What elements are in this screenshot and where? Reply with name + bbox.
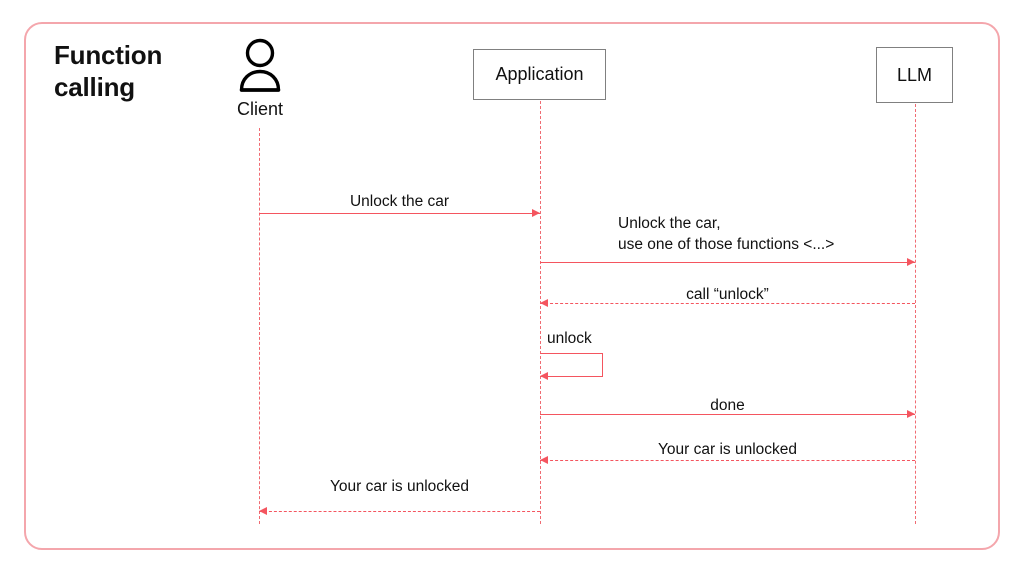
participant-llm-label: LLM <box>896 64 932 85</box>
message-arrowhead-5 <box>907 409 915 418</box>
message-label-self-unlock: unlock <box>547 330 592 347</box>
message-arrowhead-3 <box>540 298 548 307</box>
message-line-3 <box>540 303 915 304</box>
lifeline-llm <box>915 104 916 524</box>
message-label-unlock-with-functions: Unlock the car, use one of those functio… <box>618 215 835 253</box>
message-arrowhead-4 <box>540 371 548 380</box>
participant-application: Application <box>473 49 606 100</box>
participant-client-label: Client <box>236 99 284 119</box>
message-label-your-car-is-unlocked-llm: Your car is unlocked <box>657 441 797 458</box>
page-title: Function calling <box>54 40 163 102</box>
message-arrowhead-1 <box>532 208 540 217</box>
message-line-1 <box>259 213 540 214</box>
participant-client: Client <box>228 36 292 120</box>
message-label-done: done <box>710 397 745 414</box>
message-label-call-unlock: call “unlock” <box>686 286 769 303</box>
message-arrowhead-2 <box>907 257 915 266</box>
lifeline-application <box>540 101 541 524</box>
message-line-7 <box>259 511 540 512</box>
diagram-frame <box>24 22 1000 550</box>
message-arrowhead-7 <box>259 506 267 515</box>
message-line-5 <box>540 414 915 415</box>
participant-llm: LLM <box>876 47 953 103</box>
message-line-6 <box>540 460 915 461</box>
message-arrowhead-6 <box>540 455 548 464</box>
participant-application-label: Application <box>495 64 584 84</box>
message-line-2 <box>540 262 915 263</box>
message-label-your-car-is-unlocked-client: Your car is unlocked <box>329 478 469 495</box>
self-call-loop <box>540 353 603 377</box>
message-label-unlock-the-car: Unlock the car <box>349 193 450 210</box>
lifeline-client <box>259 128 260 524</box>
person-icon <box>228 36 292 97</box>
